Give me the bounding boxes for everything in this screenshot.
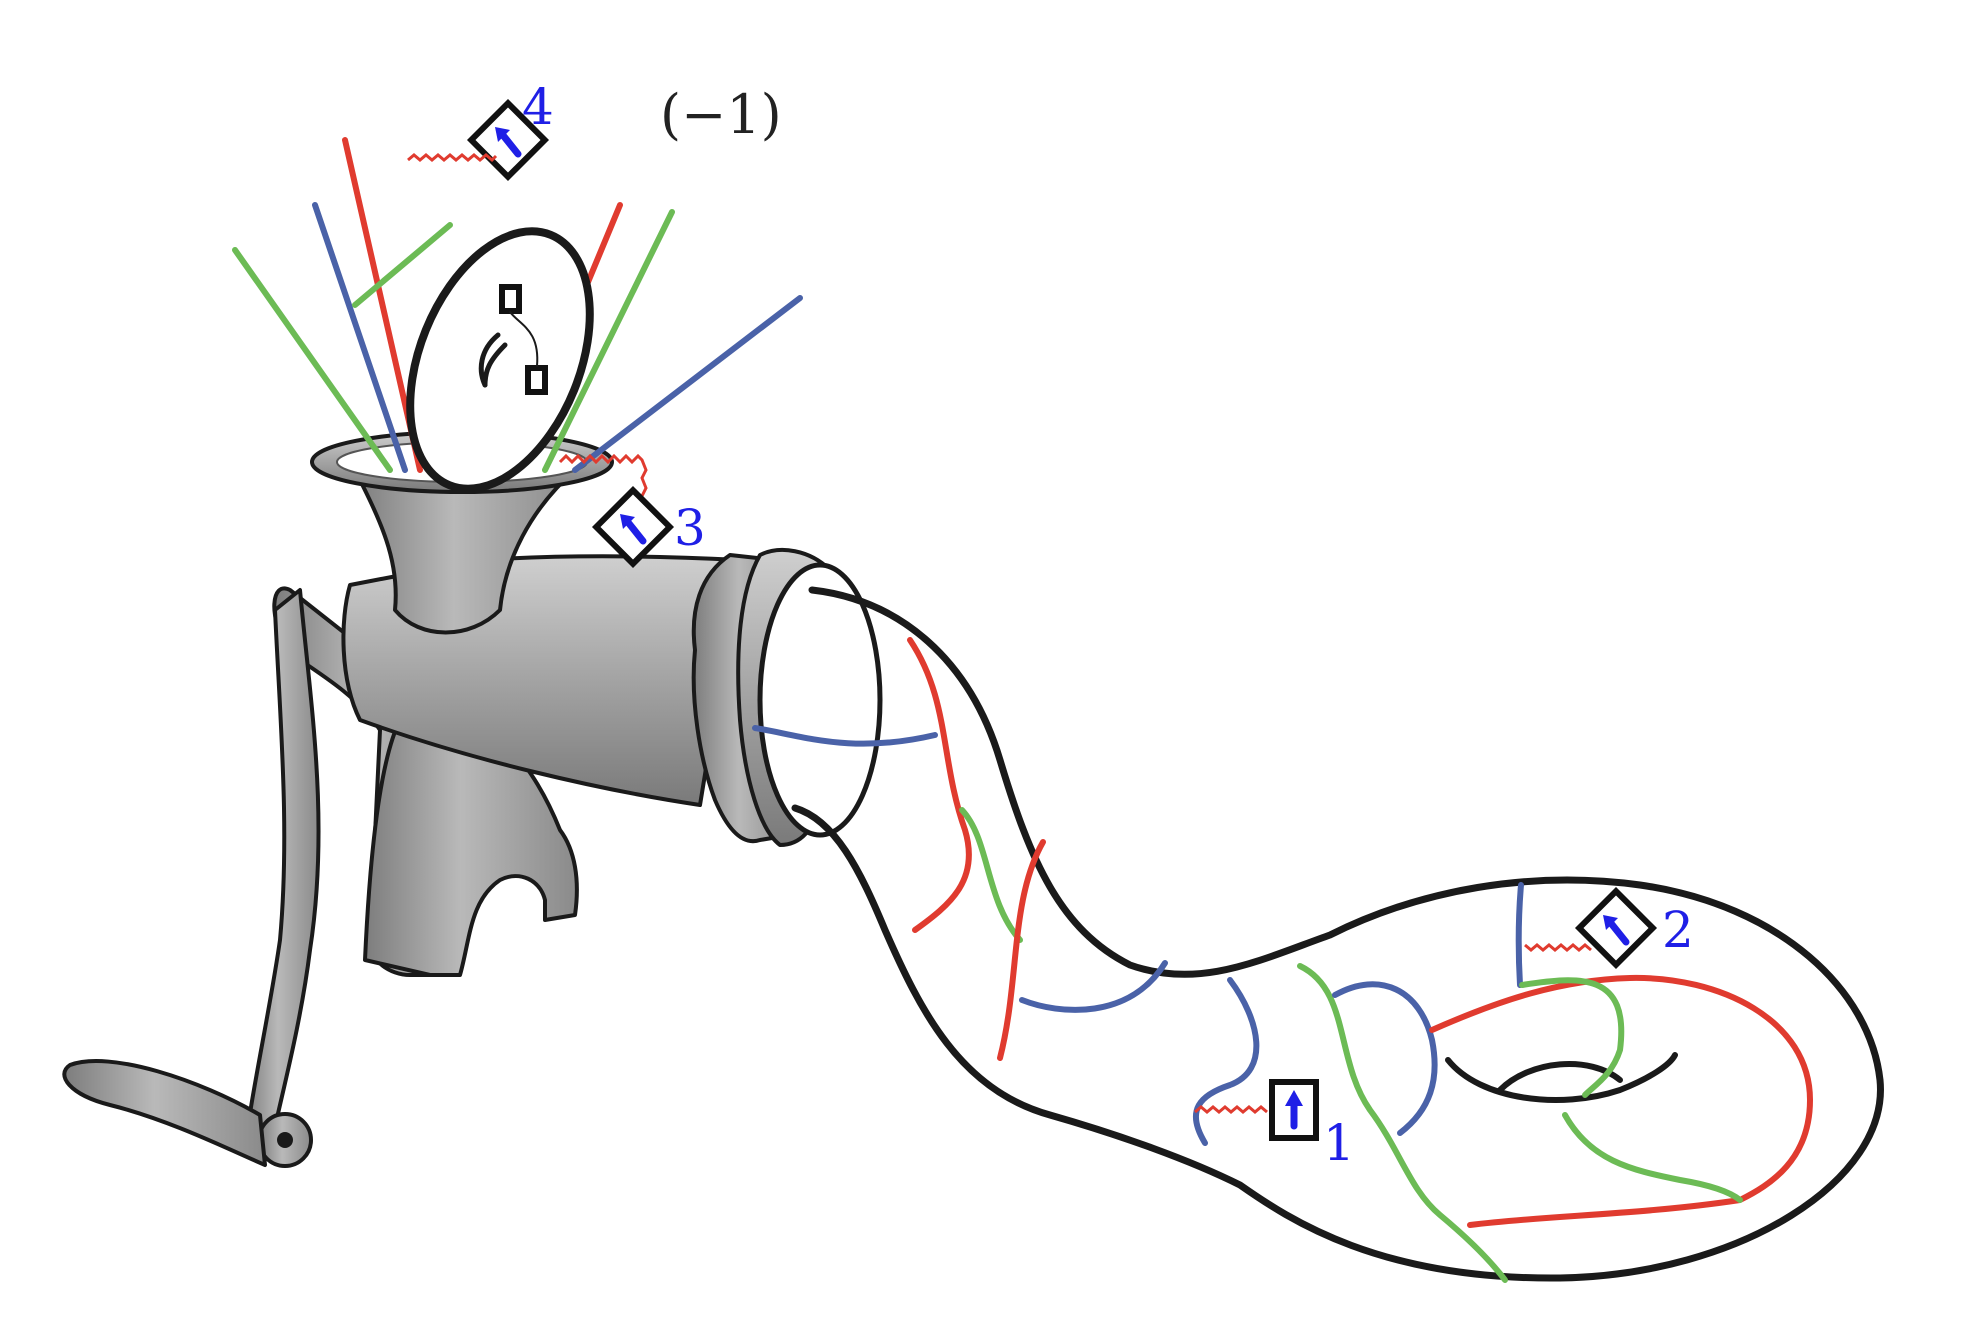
label-1: 1	[1323, 1114, 1355, 1172]
surface-strands	[752, 637, 1814, 1283]
arrow-box-icon-2	[1574, 886, 1658, 970]
label-4: 4	[522, 78, 554, 136]
label-2: 2	[1662, 901, 1694, 959]
wiggle-4	[407, 153, 498, 163]
arrow-box-icon-1	[1269, 1079, 1319, 1141]
disk	[406, 227, 594, 493]
sign-label: (−1)	[660, 83, 782, 146]
label-3: 3	[674, 499, 706, 557]
meat-grinder-icon	[62, 430, 883, 1168]
output-surface	[791, 586, 1884, 1282]
arrow-box-icon-3	[591, 485, 675, 569]
